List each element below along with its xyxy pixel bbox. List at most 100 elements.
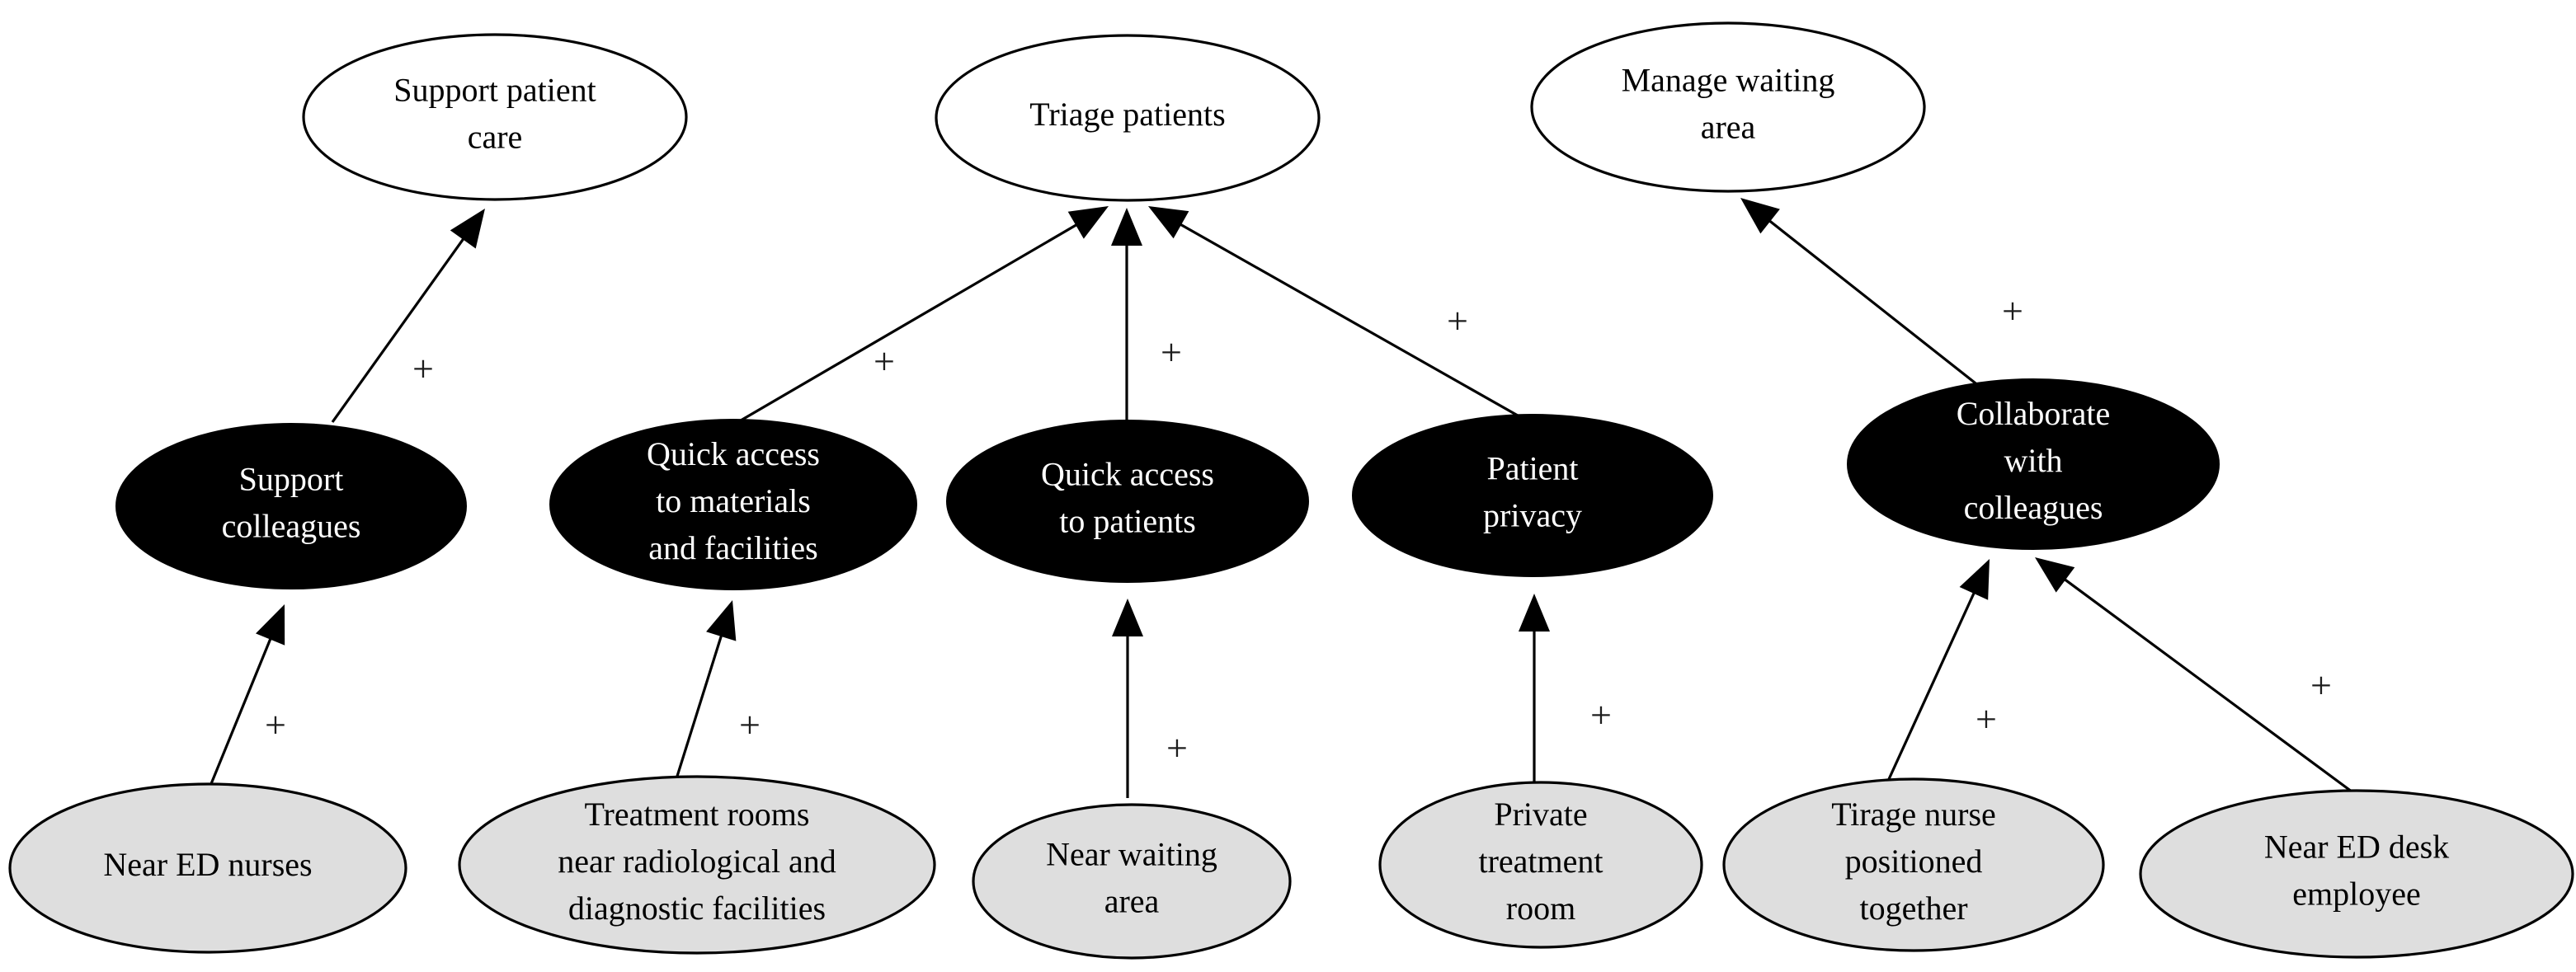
edge-near-ed-desk-to-collaborate[interactable] [2035, 557, 2356, 796]
edge-collaborate-to-manage-waiting-area[interactable] [1740, 198, 1980, 387]
node-label-line: Quick access [647, 435, 820, 472]
node-label-line: to patients [1059, 503, 1196, 540]
goal-ellipse [1530, 21, 1926, 193]
node-label-line: and facilities [648, 529, 817, 566]
edges-layer [207, 198, 2356, 798]
node-label-line: together [1859, 890, 1967, 927]
arrow-head-icon [450, 209, 485, 249]
softgoal-ellipse [115, 423, 467, 589]
resource-ellipse [8, 782, 407, 954]
node-label-line: with [2004, 442, 2062, 479]
edge-line [2060, 575, 2356, 796]
softgoal-ellipse [549, 419, 917, 590]
edge-contribution-label: + [1976, 698, 1997, 740]
node-label-line: to materials [656, 482, 811, 519]
edge-tirage-nurse-to-collaborate[interactable] [1887, 559, 1990, 780]
node-label-line: Support [239, 461, 344, 498]
node-manage-waiting-area[interactable]: Manage waiting area [1530, 21, 1926, 193]
arrow-head-icon [1148, 206, 1189, 239]
edge-quick-access-materials-to-triage-patients[interactable] [740, 206, 1109, 422]
node-support-patient-care[interactable]: Support patient care [302, 33, 688, 201]
arrow-head-icon [1959, 559, 1990, 600]
arrow-head-icon [1740, 198, 1780, 234]
edge-support-colleagues-to-support-patient-care[interactable] [331, 209, 485, 423]
arrow-head-icon [1111, 208, 1142, 246]
node-label-line: diagnostic facilities [568, 890, 826, 927]
resource-ellipse [1722, 777, 2105, 952]
node-label-line: care [468, 119, 523, 156]
edge-line [1887, 588, 1977, 780]
edge-line [740, 221, 1081, 422]
goal-ellipse [302, 33, 688, 201]
edge-line [673, 631, 724, 785]
node-quick-access-materials[interactable]: Quick access to materials and facilities [549, 419, 917, 590]
edge-contribution-label: + [1590, 694, 1612, 736]
softgoal-ellipse [1847, 378, 2220, 550]
node-label-line: Near ED desk [2264, 829, 2449, 866]
edge-contribution-label: + [1447, 300, 1468, 342]
arrow-head-icon [1067, 206, 1109, 239]
node-label-line: colleagues [1964, 489, 2103, 526]
node-label-line: Near waiting [1046, 836, 1217, 873]
node-label-line: near radiological and [558, 843, 836, 880]
resource-ellipse [2139, 789, 2574, 959]
edge-near-ed-nurses-to-support-colleagues[interactable] [207, 604, 285, 791]
edge-treatment-rooms-to-quick-access-materials[interactable] [673, 600, 737, 785]
node-label-line: privacy [1483, 497, 1582, 534]
node-near-waiting-area[interactable]: Near waiting area [972, 803, 1292, 960]
node-triage-patients[interactable]: Triage patients [935, 34, 1321, 202]
edge-line [331, 234, 468, 423]
edge-line [1176, 221, 1519, 417]
edge-line [207, 634, 274, 791]
node-label-line: Manage waiting [1622, 62, 1835, 99]
goal-ellipse [935, 34, 1321, 202]
edge-line [1765, 217, 1980, 387]
softgoal-ellipse [1352, 414, 1713, 577]
arrow-head-icon [1112, 599, 1143, 636]
resource-ellipse [1378, 781, 1703, 949]
node-patient-privacy[interactable]: Patient privacy [1352, 414, 1713, 577]
node-label-line: Private [1494, 796, 1587, 833]
node-label-line: area [1104, 883, 1160, 920]
arrow-head-icon [256, 604, 285, 646]
edge-contribution-label: + [874, 340, 895, 383]
edge-private-treatment-room-to-patient-privacy[interactable] [1519, 594, 1550, 783]
node-label-line: Support patient [393, 72, 596, 109]
edge-patient-privacy-to-triage-patients[interactable] [1148, 206, 1519, 417]
node-label-line: Treatment rooms [585, 796, 810, 833]
node-label-line: Quick access [1041, 456, 1214, 493]
arrow-head-icon [706, 600, 737, 641]
node-label-line: employee [2292, 876, 2421, 913]
edge-contribution-label: + [1161, 331, 1182, 373]
node-label-line: Near ED nurses [103, 846, 312, 883]
node-label-line: Triage patients [1029, 96, 1225, 133]
edge-near-waiting-area-to-quick-access-patients[interactable] [1112, 599, 1143, 798]
node-label-line: area [1701, 109, 1756, 146]
resource-ellipse [972, 803, 1292, 960]
node-quick-access-patients[interactable]: Quick access to patients [946, 420, 1309, 583]
node-label-line: Tirage nurse [1831, 796, 1996, 833]
edge-contribution-label: + [2310, 664, 2332, 707]
node-near-ed-nurses[interactable]: Near ED nurses [8, 782, 407, 954]
softgoal-ellipse [946, 420, 1309, 583]
node-label-line: Patient [1486, 450, 1578, 487]
node-support-colleagues[interactable]: Support colleagues [115, 423, 467, 589]
nodes-layer: Support patient care Triage patients Manage… [8, 21, 2574, 960]
edge-quick-access-patients-to-triage-patients[interactable] [1111, 208, 1142, 420]
node-near-ed-desk-employee[interactable]: Near ED desk employee [2139, 789, 2574, 959]
edge-labels-layer: +++++++++++ [265, 290, 2332, 769]
edge-contribution-label: + [739, 704, 761, 746]
node-label-line: positioned [1845, 843, 1983, 880]
edge-contribution-label: + [412, 348, 434, 390]
resource-ellipse [458, 775, 936, 955]
node-tirage-nurse-positioned-together[interactable]: Tirage nurse positioned together [1722, 777, 2105, 952]
node-treatment-rooms[interactable]: Treatment rooms near radiological and diag… [458, 775, 936, 955]
node-label-line: colleagues [222, 508, 361, 545]
edge-contribution-label: + [2002, 290, 2023, 332]
node-label-line: room [1506, 890, 1575, 927]
edge-contribution-label: + [265, 704, 286, 746]
